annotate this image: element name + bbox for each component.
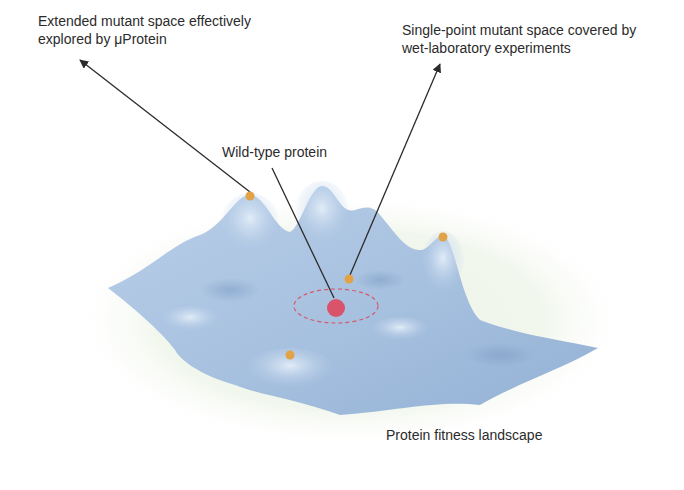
landscape-label: Protein fitness landscape: [386, 426, 606, 444]
annotation-label: Wild-type protein: [222, 143, 382, 161]
annotation-label: Extended mutant space effectively explor…: [38, 12, 266, 48]
annotation-label: Single-point mutant space covered by wet…: [402, 21, 652, 57]
